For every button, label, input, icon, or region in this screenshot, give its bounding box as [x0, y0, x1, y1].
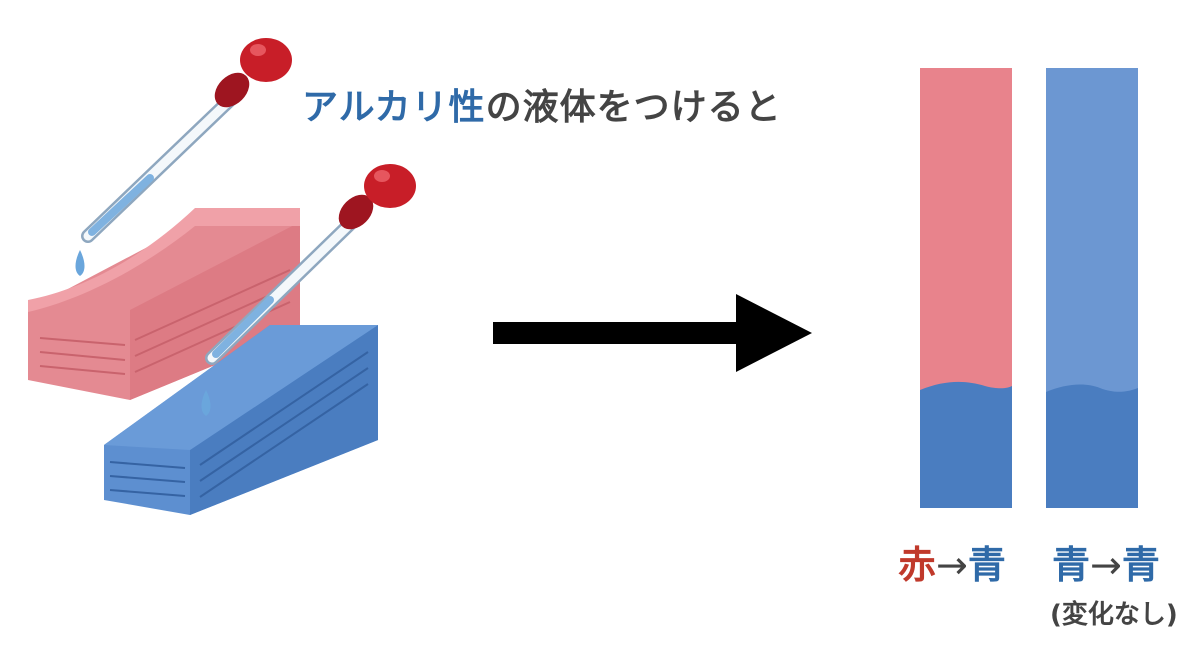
dropper-1-icon [75, 38, 292, 276]
heading-highlight: アルカリ性 [302, 87, 486, 128]
heading-rest: の液体をつけると [485, 87, 782, 128]
big-right-arrow-icon [493, 294, 812, 372]
no-change-note: (変化なし) [1050, 600, 1178, 630]
result-1-arrow: → [936, 543, 968, 587]
result-label-1: 赤→青 [898, 534, 1006, 589]
result-1-from: 赤 [898, 543, 937, 587]
result-1-to: 青 [967, 543, 1006, 587]
result-2-arrow: → [1090, 543, 1122, 587]
blue-litmus-paper-stack [104, 325, 378, 515]
result-strip-red-to-blue [920, 68, 1012, 508]
heading-text: アルカリ性の液体をつけると [302, 78, 782, 130]
result-2-from: 青 [1052, 543, 1091, 587]
result-2-to: 青 [1121, 543, 1160, 587]
result-label-2: 青→青 [1052, 534, 1160, 589]
dropper-2-icon [201, 164, 416, 416]
result-strip-blue-unchanged [1046, 68, 1138, 508]
